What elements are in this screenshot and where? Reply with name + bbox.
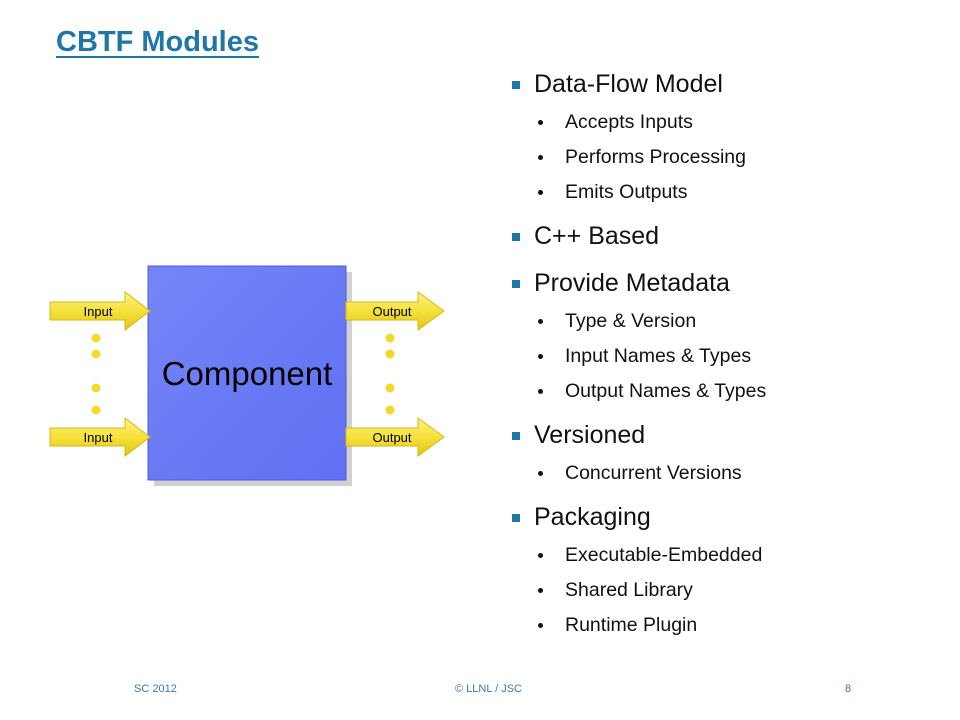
round-bullet-icon (538, 471, 543, 476)
bullet-row: Provide Metadata (508, 263, 948, 304)
round-bullet-icon (538, 319, 543, 324)
sub-bullet-text: Concurrent Versions (565, 462, 742, 484)
sub-bullet-text: Shared Library (565, 579, 693, 601)
component-diagram: Component Input Input Output Output (49, 265, 445, 486)
output-arrow-top: Output (345, 291, 445, 331)
component-box (147, 265, 347, 481)
bullet-row: Versioned (508, 415, 948, 456)
footer-page-number: 8 (845, 683, 852, 695)
round-bullet-icon (538, 120, 543, 125)
sub-bullet-item: Runtime Plugin (508, 608, 948, 643)
sub-bullet-text: Performs Processing (565, 146, 746, 168)
square-bullet-icon (512, 279, 520, 288)
round-bullet-icon (538, 155, 543, 160)
bullet-text: C++ Based (534, 222, 660, 250)
input-ellipsis-dots (91, 333, 101, 415)
sub-bullet-text: Accepts Inputs (565, 111, 693, 133)
bullet-text: Packaging (534, 503, 651, 531)
footer-copyright: © LLNL / JSC (455, 683, 522, 695)
bullet-text: Data-Flow Model (534, 70, 723, 98)
bullet-row: C++ Based (508, 216, 948, 257)
output-arrow-label: Output (372, 430, 411, 445)
bullet-row: Packaging (508, 497, 948, 538)
round-bullet-icon (538, 354, 543, 359)
sub-bullet-item: Output Names & Types (508, 374, 948, 409)
bullet-text: Versioned (534, 421, 646, 449)
output-arrow-label: Output (372, 304, 411, 319)
sub-bullet-item: Type & Version (508, 304, 948, 339)
round-bullet-icon (538, 623, 543, 628)
round-bullet-icon (538, 588, 543, 593)
sub-bullet-text: Input Names & Types (565, 345, 752, 367)
input-arrow-bottom: Input (49, 416, 151, 458)
sub-bullet-item: Executable-Embedded (508, 538, 948, 573)
input-arrow-top: Input (49, 290, 151, 332)
footer-event: SC 2012 (134, 683, 177, 695)
sub-bullet-text: Executable-Embedded (565, 544, 763, 566)
sub-bullet-item: Input Names & Types (508, 339, 948, 374)
square-bullet-icon (512, 431, 520, 440)
output-arrow-bottom: Output (345, 417, 445, 457)
sub-bullet-text: Type & Version (565, 310, 697, 332)
bullet-text: Provide Metadata (534, 269, 730, 297)
round-bullet-icon (538, 190, 543, 195)
slide-title: CBTF Modules (56, 26, 259, 58)
sub-bullet-list: Concurrent Versions (508, 456, 948, 491)
sub-bullet-text: Output Names & Types (565, 380, 767, 402)
sub-bullet-text: Emits Outputs (565, 181, 688, 203)
output-ellipsis-dots (385, 333, 395, 415)
round-bullet-icon (538, 553, 543, 558)
sub-bullet-text: Runtime Plugin (565, 614, 698, 636)
input-arrow-label: Input (84, 304, 113, 319)
sub-bullet-item: Accepts Inputs (508, 105, 948, 140)
square-bullet-icon (512, 80, 520, 89)
sub-bullet-item: Concurrent Versions (508, 456, 948, 491)
square-bullet-icon (512, 232, 520, 241)
bullet-row: Data-Flow Model (508, 64, 948, 105)
square-bullet-icon (512, 513, 520, 522)
input-arrow-label: Input (84, 430, 113, 445)
bullet-item: C++ Based (508, 216, 948, 257)
sub-bullet-item: Shared Library (508, 573, 948, 608)
component-label: Component (162, 355, 333, 392)
sub-bullet-item: Emits Outputs (508, 175, 948, 210)
sub-bullet-item: Performs Processing (508, 140, 948, 175)
round-bullet-icon (538, 389, 543, 394)
